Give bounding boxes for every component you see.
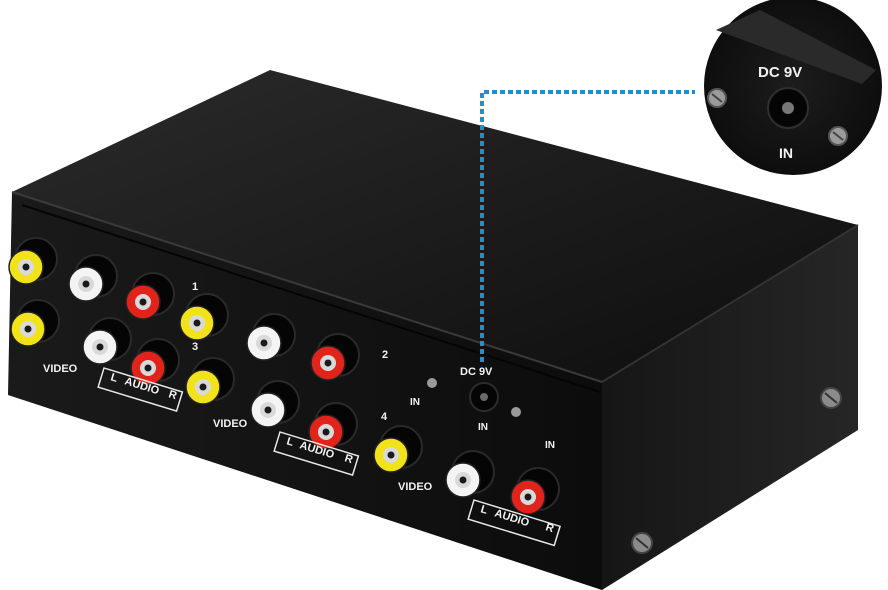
port-number-3: 3: [192, 341, 198, 353]
port-1-video-jack: [8, 237, 58, 285]
port-2-video-jack: [179, 293, 229, 341]
port-1-audio-left-jack: [68, 254, 118, 302]
callout-connector-line: [480, 90, 695, 362]
port-1-audio-right-jack: [125, 272, 175, 320]
dc-power-jack: DC 9V: [427, 366, 521, 417]
dc-screw-left: [427, 378, 437, 388]
box-seam: [21, 204, 601, 393]
output-audio-left-jack: [445, 450, 495, 498]
port-number-1: 1: [192, 281, 198, 293]
port-3-audio-left-jack: [82, 317, 132, 365]
port-4-audio-left-jack: [250, 380, 300, 428]
port-3-audio-right-jack: [130, 338, 180, 386]
port-2-audio-right-jack: [310, 333, 360, 381]
output-audio-right-jack: [510, 467, 560, 515]
zoom-input-label: IN: [779, 145, 793, 161]
port-4-video-jack: [185, 357, 235, 405]
port-number-2: 2: [382, 349, 388, 361]
box-top-front-edge: [11, 191, 603, 383]
video-label-1: VIDEO: [43, 363, 78, 375]
audio-right-label-2: R: [343, 452, 354, 466]
audio-left-label-3: L: [479, 503, 489, 517]
zoom-edge-highlight: [716, 10, 876, 84]
port-number-4: 4: [381, 411, 388, 423]
audio-left-label-1: L: [109, 371, 119, 385]
side-screw-top-slot: [824, 392, 838, 404]
video-label-2: VIDEO: [213, 418, 248, 430]
box-side-panel: [602, 225, 858, 590]
audio-left-label-2: L: [285, 435, 295, 449]
output-video-jack: [373, 425, 423, 473]
zoom-power-label: DC 9V: [758, 64, 802, 81]
side-screw-bottom-slot: [635, 537, 649, 549]
port-2-audio-left-jack: [246, 313, 296, 361]
dc-screw-right: [511, 407, 521, 417]
video-label-3: VIDEO: [398, 481, 433, 493]
box-top-panel: [12, 70, 858, 382]
rca-jacks: [8, 237, 560, 515]
audio-right-label-1: R: [167, 388, 178, 402]
audio-right-label-3: R: [544, 521, 555, 535]
input-label-right: IN: [545, 440, 555, 451]
port-3-video-jack: [10, 299, 60, 347]
port-4-audio-right-jack: [308, 402, 358, 450]
dc-power-label: DC 9V: [460, 366, 493, 378]
box-side-edge: [601, 224, 859, 383]
dc-power-zoom-callout: DC 9V IN: [700, 0, 886, 179]
input-label-mid: IN: [478, 422, 488, 433]
input-label-left: IN: [410, 397, 420, 408]
